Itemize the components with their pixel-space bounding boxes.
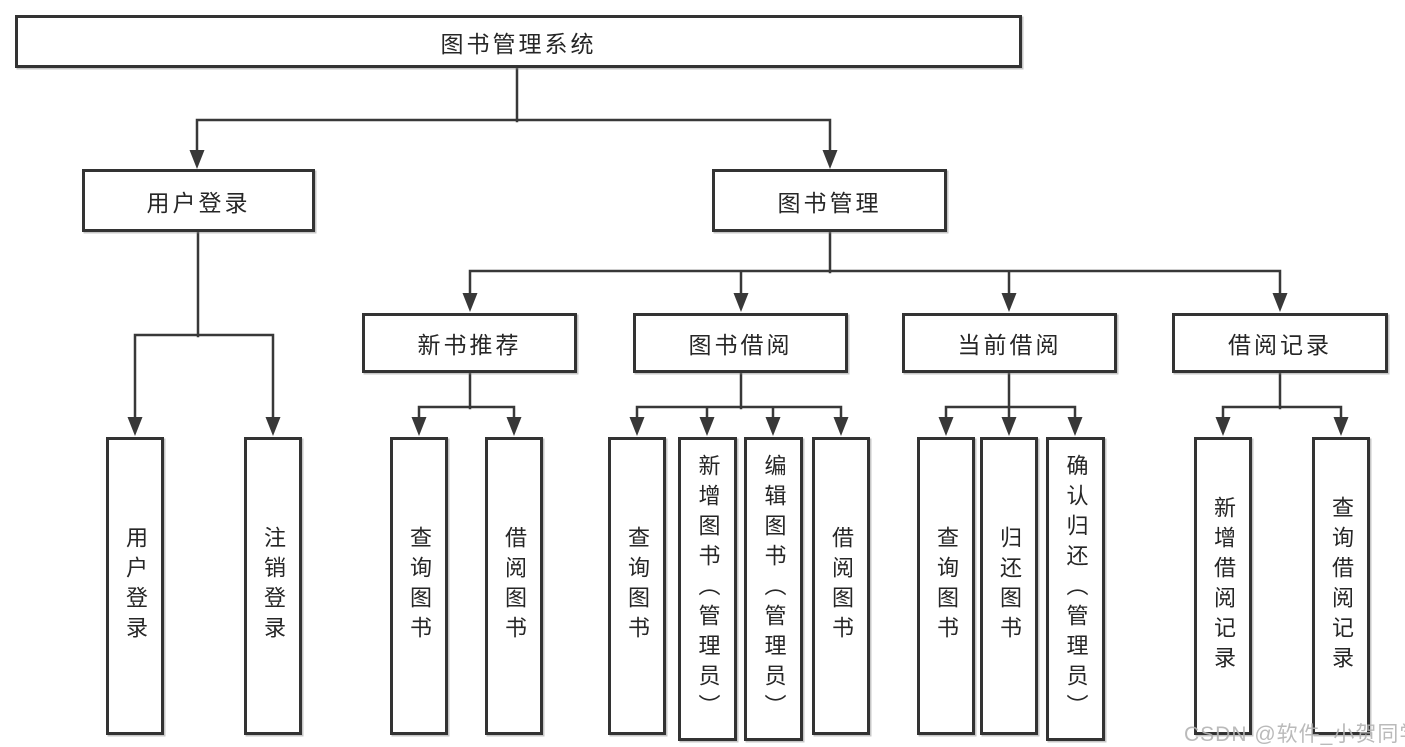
node-label: 查询借阅记录 [1329,496,1354,676]
node-label: 借阅图书 [829,526,854,646]
node-book-management: 图书管理 [712,169,947,232]
node-label: 借阅图书 [502,526,527,646]
leaf-query-books-borrowing: 查询图书 [608,437,666,735]
leaf-query-books-recommend: 查询图书 [390,437,448,735]
node-user-login: 用户登录 [82,169,315,232]
leaf-return-books: 归还图书 [980,437,1038,735]
leaf-user-login: 用户登录 [106,437,164,735]
leaf-confirm-return-admin: 确认归还（管理员） [1046,437,1105,741]
node-label: 当前借阅 [957,332,1062,358]
leaf-query-borrowing-record: 查询借阅记录 [1312,437,1370,735]
node-label: 编辑图书（管理员） [761,454,787,724]
node-label: 借阅记录 [1228,332,1332,358]
leaf-query-books-current: 查询图书 [917,437,975,735]
leaf-add-books-admin: 新增图书（管理员） [678,437,737,741]
node-borrowing-records: 借阅记录 [1172,313,1388,373]
leaf-borrow-books-borrowing: 借阅图书 [812,437,870,735]
node-label: 用户登录 [146,189,251,216]
node-label: 新增图书（管理员） [695,454,721,724]
leaf-logout: 注销登录 [244,437,302,735]
node-label: 确认归还（管理员） [1063,454,1089,724]
node-label: 图书管理 [777,189,882,216]
csdn-watermark: CSDN @软件_小贺同学 [1184,723,1405,746]
leaf-add-borrowing-record: 新增借阅记录 [1194,437,1252,735]
node-label: 注销登录 [261,526,286,646]
node-label: 新书推荐 [417,332,522,358]
node-new-book-recommendation: 新书推荐 [362,313,577,373]
node-current-borrowing: 当前借阅 [902,313,1117,373]
node-label: 新增借阅记录 [1211,496,1236,676]
leaf-borrow-books-recommend: 借阅图书 [485,437,543,735]
node-label: 查询图书 [625,526,650,646]
node-label: 用户登录 [123,526,148,646]
node-label: 查询图书 [934,526,959,646]
node-book-borrowing: 图书借阅 [633,313,848,373]
node-library-management-system: 图书管理系统 [15,15,1022,68]
leaf-edit-books-admin: 编辑图书（管理员） [744,437,803,741]
node-label: 归还图书 [997,526,1022,646]
node-label: 图书借阅 [688,332,793,358]
node-label: 查询图书 [407,526,432,646]
node-label: 图书管理系统 [440,30,597,57]
